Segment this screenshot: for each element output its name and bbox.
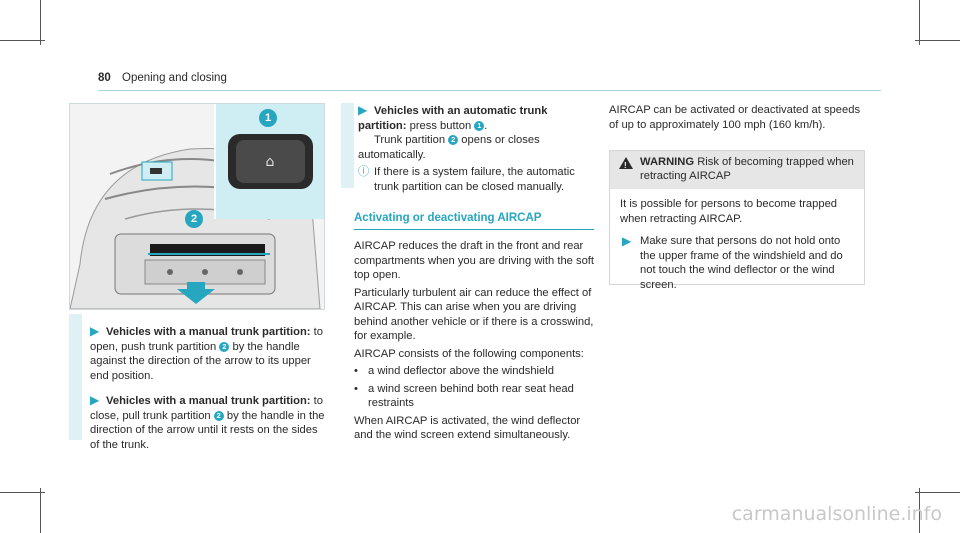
crop-mark (0, 492, 45, 493)
trunk-diagram: ⌂ (70, 104, 324, 309)
crop-mark (919, 0, 920, 45)
list-item: •a wind deflector above the windshield (354, 365, 554, 377)
step-arrow-icon: ▶ (358, 103, 368, 117)
header-divider (98, 90, 881, 91)
crop-mark (915, 492, 960, 493)
section-heading: Activating or deactivating AIRCAP (354, 212, 542, 224)
page-header: 80 Opening and closing (98, 72, 227, 84)
automatic-step: ▶Vehicles with an automatic trunk partit… (358, 103, 548, 161)
page-number: 80 (98, 72, 111, 84)
paragraph: When AIRCAP is activated, the wind defle… (354, 414, 581, 442)
margin-bar (341, 103, 354, 188)
list-item: •a wind screen behind both rear seat hea… (354, 382, 574, 410)
callout-ref: 2 (219, 341, 230, 352)
crop-mark (40, 488, 41, 533)
paragraph: AIRCAP reduces the draft in the front an… (354, 240, 595, 281)
crop-mark (40, 0, 41, 45)
manual-open-step: ▶Vehicles with a manual trunk partition:… (90, 324, 323, 382)
margin-bar (69, 314, 82, 440)
col2-top: ▶Vehicles with an automatic trunk partit… (358, 103, 594, 197)
manual-close-step: ▶Vehicles with a manual trunk partition:… (90, 393, 325, 451)
trunk-illustration: ⌂ 1 2 (69, 103, 325, 310)
callout-1: 1 (259, 109, 277, 127)
crop-mark (915, 40, 960, 41)
section-divider (354, 229, 594, 230)
watermark: carmanualsonline.info (731, 503, 942, 525)
callout-ref: 1 (474, 120, 485, 131)
info-icon: ⓘ (358, 166, 370, 178)
warning-body: It is possible for persons to become tra… (620, 198, 843, 291)
warning-label: WARNING (640, 156, 695, 168)
info-note: ⓘ If there is a system failure, the auto… (358, 166, 575, 193)
callout-2: 2 (185, 210, 203, 228)
paragraph: AIRCAP can be activated or deactivated a… (609, 104, 861, 131)
section-title: Opening and closing (122, 72, 227, 84)
step-arrow-icon: ▶ (90, 324, 100, 338)
crop-mark (919, 488, 920, 533)
warning-header: ! WARNING Risk of becoming trapped when … (610, 151, 864, 189)
col3-text: AIRCAP can be activated or deactivated a… (609, 103, 865, 135)
crop-mark (0, 40, 45, 41)
step-arrow-icon: ▶ (90, 393, 100, 407)
callout-ref: 2 (213, 410, 224, 421)
step-arrow-icon: ▶ (622, 234, 632, 248)
col1-text: ▶Vehicles with a manual trunk partition:… (90, 324, 326, 455)
warning-title: Risk of becoming trapped when retracting… (640, 156, 854, 182)
svg-text:⌂: ⌂ (266, 154, 275, 170)
callout-ref: 2 (448, 135, 459, 146)
warning-icon: ! (619, 157, 633, 170)
col2-body: AIRCAP reduces the draft in the front an… (354, 239, 596, 446)
warning-box: ! WARNING Risk of becoming trapped when … (609, 150, 865, 291)
paragraph: AIRCAP consists of the following compone… (354, 347, 584, 360)
paragraph: Particularly turbulent air can reduce th… (354, 286, 594, 343)
